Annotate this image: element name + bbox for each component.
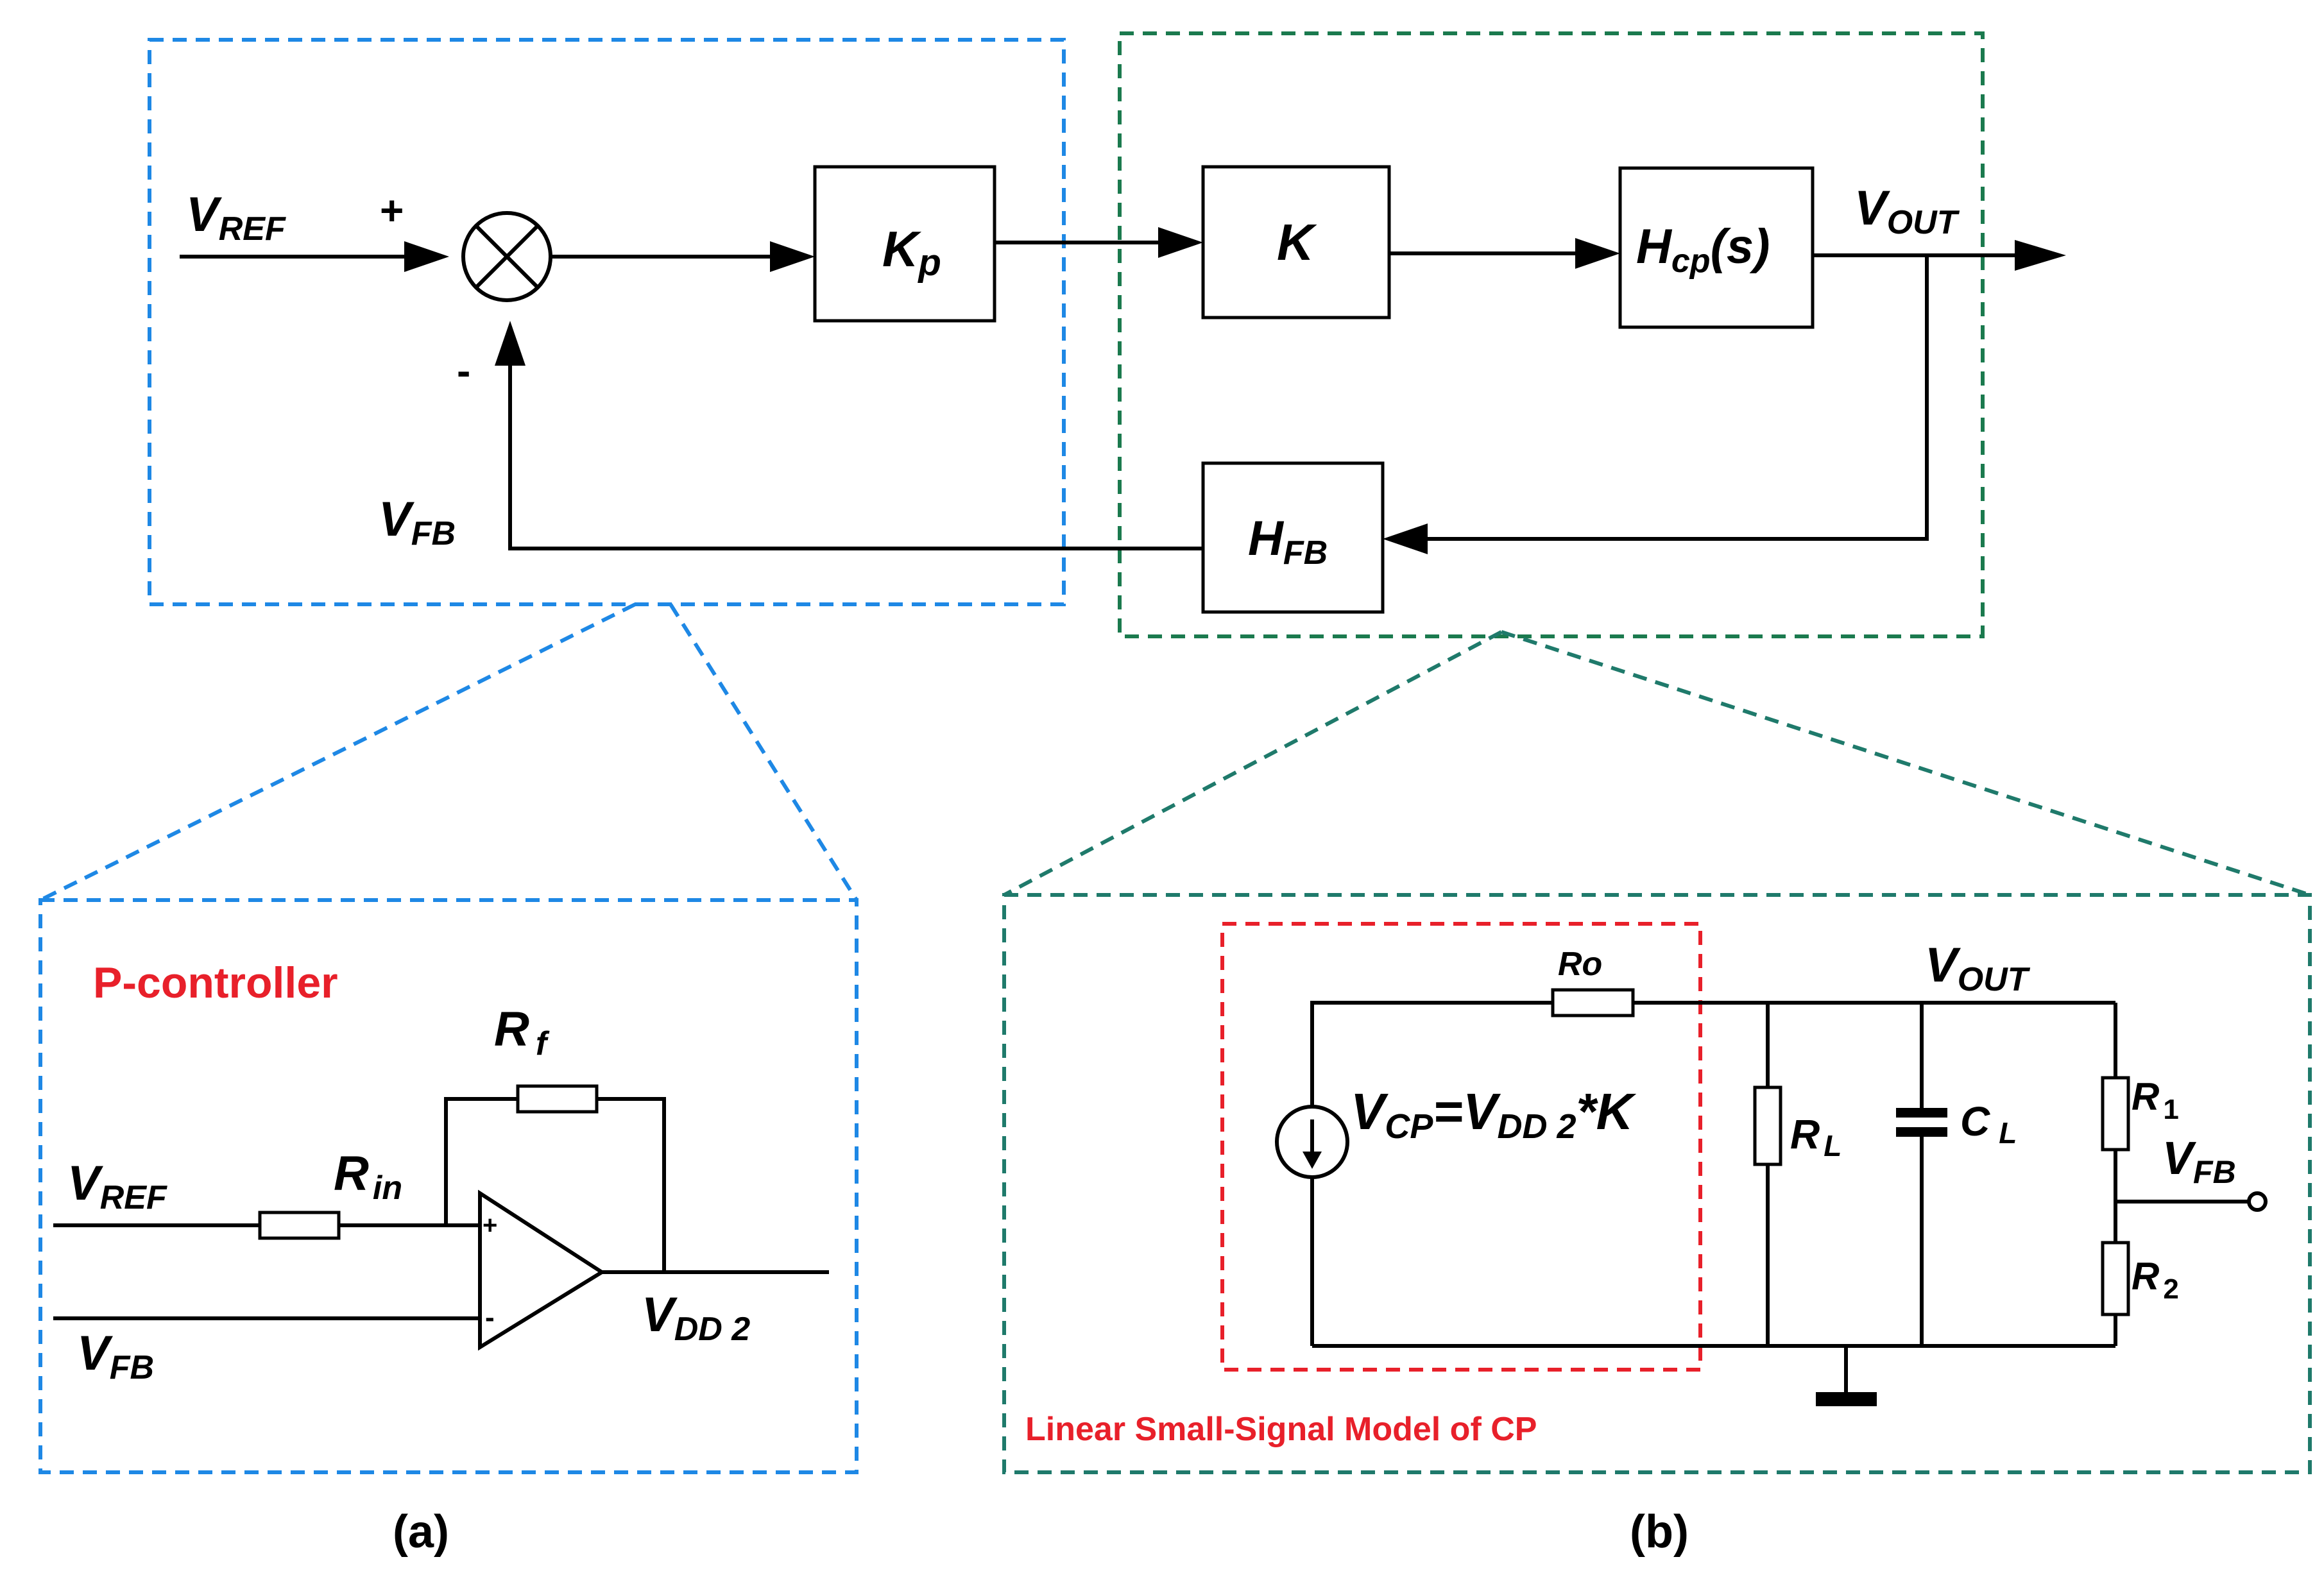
cl-plate-bottom	[1896, 1127, 1947, 1137]
hfb-block	[1201, 461, 1385, 614]
zoom-line-b-left	[1003, 630, 1503, 897]
plant-region-outline	[1118, 31, 1985, 638]
vout-label-b: VOUT	[1925, 938, 2031, 998]
zoom-line-a-right	[669, 603, 859, 901]
sum-to-kp-arrow	[770, 241, 815, 272]
r2-resistor	[2101, 1241, 2130, 1316]
r1-resistor	[2101, 1076, 2130, 1152]
vref-label-a: VREF	[67, 1156, 167, 1216]
opamp-plus: +	[483, 1211, 497, 1239]
vfb-label-b: VFB	[2162, 1133, 2236, 1190]
hcp-block	[1618, 166, 1815, 329]
opamp-triangle	[478, 1189, 606, 1351]
feedback-return-wire	[1418, 255, 1929, 541]
zoom-line-a-left	[39, 602, 637, 902]
k-block-label: K	[1277, 214, 1317, 271]
ro-label: Ro	[1558, 946, 1602, 983]
ground-symbol	[1816, 1392, 1877, 1406]
output-arrow	[2015, 240, 2066, 271]
rf-resistor	[516, 1084, 599, 1114]
rin-resistor	[258, 1211, 341, 1240]
feedback-to-sum-arrow	[495, 321, 525, 366]
current-source-arrowhead	[1303, 1152, 1322, 1169]
feedback-to-sum-wire	[508, 356, 1203, 550]
panel-b-outline	[1002, 893, 2312, 1474]
zoom-line-b-right	[1501, 630, 2311, 897]
summing-cross-2	[474, 224, 540, 289]
vfb-label-a: VFB	[77, 1326, 154, 1386]
vout-output-label: VOUT	[1854, 181, 1960, 241]
k-block	[1201, 165, 1391, 319]
plus-sign: +	[380, 187, 404, 234]
vcp-equation: VCP=VDD 2*K	[1351, 1083, 1637, 1146]
vfb-terminal	[2247, 1191, 2268, 1212]
minus-sign: -	[457, 348, 470, 394]
vref-input-label: VREF	[186, 187, 286, 248]
source-top-wire	[1310, 1001, 1553, 1107]
cp-model-outline	[1220, 922, 1702, 1372]
kp-to-k-arrow	[1158, 227, 1203, 258]
k-to-hcp-arrow	[1575, 238, 1620, 269]
vdd2-label-a: VDD 2	[642, 1288, 750, 1348]
rl-resistor	[1753, 1085, 1782, 1166]
cl-plate-top	[1896, 1108, 1947, 1118]
feedback-return-arrow	[1383, 523, 1428, 554]
hfb-block-label: HFB	[1248, 511, 1328, 572]
ro-resistor	[1551, 988, 1635, 1017]
vfb-feedback-label: VFB	[379, 492, 456, 552]
input-arrow	[404, 241, 449, 272]
caption-a: (a)	[393, 1506, 449, 1558]
kp-block-label: Kp	[882, 221, 941, 284]
opamp-minus: -	[485, 1302, 495, 1333]
hcp-block-label: Hcp(s)	[1636, 219, 1770, 280]
p-controller-title: P-controller	[93, 958, 338, 1007]
cp-model-label: Linear Small-Signal Model of CP	[1025, 1411, 1537, 1448]
caption-b: (b)	[1630, 1506, 1689, 1558]
